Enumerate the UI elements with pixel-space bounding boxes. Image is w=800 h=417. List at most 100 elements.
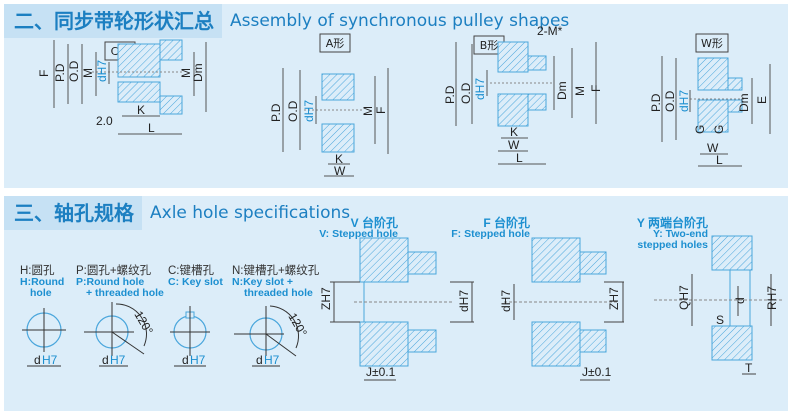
stepped-f-cn: F 台阶孔 bbox=[483, 216, 530, 230]
stepped-y-rh7: RH7 bbox=[765, 286, 779, 310]
hole-p-cn: P:圆孔+螺纹孔 bbox=[76, 265, 152, 277]
holes-panel: 三、轴孔规格 Axle hole specifications H:圆孔 H:R… bbox=[4, 196, 788, 411]
hole-c-d: d bbox=[182, 353, 189, 367]
stepped-f-caption: F 台阶孔 F: Stepped hole bbox=[450, 216, 530, 240]
stepped-f-j: J±0.1 bbox=[582, 365, 612, 379]
dim-dh7: dH7 bbox=[95, 60, 109, 82]
dim-m: M bbox=[573, 86, 587, 96]
dim-l: L bbox=[148, 121, 155, 135]
hole-h-d: d bbox=[34, 353, 41, 367]
dim-2m: 2-M* bbox=[537, 24, 563, 38]
stepped-y-zh7: ZH7 bbox=[607, 287, 621, 310]
hole-c-drawing: d H7 bbox=[170, 306, 210, 367]
shapes-title-en: Assembly of synchronous pulley shapes bbox=[230, 11, 570, 31]
stepped-f-dh7-a: dH7 bbox=[457, 290, 471, 312]
shape-a-tag-box bbox=[319, 33, 351, 53]
stepped-f-drawing: dH7 dH7 J±0.1 bbox=[450, 237, 619, 381]
hole-n-en2: threaded hole bbox=[244, 287, 313, 299]
shape-c: C形 F P.D O.D M dH7 M Dm K 2.0 L bbox=[37, 39, 207, 135]
hole-n-cn: N:键槽孔+螺纹孔 bbox=[232, 265, 320, 277]
dim-od: O.D bbox=[286, 100, 300, 122]
dim-dm: Dm bbox=[191, 63, 205, 82]
hole-p-tol: H7 bbox=[110, 353, 126, 367]
stepped-v-j: J±0.1 bbox=[366, 365, 396, 379]
holes-header: 三、轴孔规格 Axle hole specifications bbox=[4, 196, 350, 230]
hole-n-d: d bbox=[256, 353, 263, 367]
dim-g2: G bbox=[712, 125, 726, 134]
dim-dh7: dH7 bbox=[677, 90, 691, 112]
dim-dm: Dm bbox=[737, 93, 751, 112]
shapes-title-cn: 二、同步带轮形状汇总 bbox=[4, 4, 222, 38]
dim-pd: P.D bbox=[649, 93, 663, 112]
dim-k: K bbox=[137, 103, 145, 117]
stepped-f-dh7-b: dH7 bbox=[499, 290, 513, 312]
stepped-v-zh7: ZH7 bbox=[319, 287, 333, 310]
hole-p-d: d bbox=[102, 353, 109, 367]
hole-n-angle: 120° bbox=[285, 311, 310, 340]
stepped-v-en: V: Stepped hole bbox=[319, 228, 398, 240]
stepped-y-drawing: ZH7 QH7 d RH7 S T bbox=[604, 235, 784, 375]
dim-k: K bbox=[510, 125, 518, 139]
dim-g: G bbox=[693, 125, 707, 134]
dim-pd: P.D bbox=[53, 63, 67, 82]
shape-w: W形 P.D O.D dH7 Dm E G G W L bbox=[649, 33, 771, 167]
shape-b-tag: B形 bbox=[480, 39, 499, 52]
dim-2: 2.0 bbox=[96, 114, 113, 128]
dim-od: O.D bbox=[67, 60, 81, 82]
shape-w-tag-box bbox=[695, 33, 729, 53]
hole-c-tol: H7 bbox=[190, 353, 206, 367]
dim-k: K bbox=[335, 152, 343, 166]
dim-od: O.D bbox=[459, 82, 473, 104]
stepped-y-cn: Y 两端台阶孔 bbox=[636, 216, 708, 230]
dim-f: F bbox=[374, 107, 388, 114]
dim-l: L bbox=[516, 151, 523, 165]
hole-p-en2: + threaded hole bbox=[86, 287, 164, 299]
dim-pd: P.D bbox=[443, 85, 457, 104]
hole-c-cn: C:键槽孔 bbox=[168, 265, 214, 277]
holes-title-cn: 三、轴孔规格 bbox=[4, 196, 142, 230]
hole-h-drawing: d H7 bbox=[22, 308, 66, 367]
dim-w: W bbox=[508, 138, 520, 152]
stepped-y-caption: Y 两端台阶孔 Y: Two-end stepped holes bbox=[614, 216, 708, 251]
hole-type-n: N:键槽孔+螺纹孔 N:Key slot + threaded hole bbox=[232, 265, 320, 299]
hole-h-cn: H:圆孔 bbox=[20, 265, 55, 277]
hole-n-tol: H7 bbox=[264, 353, 280, 367]
dim-dh7: dH7 bbox=[302, 100, 316, 122]
stepped-y-s: S bbox=[716, 313, 724, 327]
stepped-y-d: d bbox=[733, 297, 747, 304]
shapes-header: 二、同步带轮形状汇总 Assembly of synchronous pulle… bbox=[4, 4, 569, 38]
dim-l: L bbox=[716, 153, 723, 167]
hole-type-p: P:圆孔+螺纹孔 P:Round hole + threaded hole bbox=[76, 265, 164, 299]
dim-w: W bbox=[334, 164, 346, 178]
dim-m2: M bbox=[179, 68, 193, 78]
stepped-y-en1: Y: Two-end bbox=[652, 228, 708, 240]
hole-c-en1: C: Key slot bbox=[168, 276, 223, 288]
stepped-y-en2: stepped holes bbox=[637, 239, 708, 251]
hole-type-c: C:键槽孔 C: Key slot bbox=[168, 265, 223, 288]
holes-diagram: d H7 120° d H7 d H7 bbox=[22, 235, 784, 381]
hole-h-en2: hole bbox=[30, 287, 52, 299]
dim-m: M bbox=[361, 106, 375, 116]
dim-pd: P.D bbox=[269, 103, 283, 122]
hole-h-en1: H:Round bbox=[20, 276, 65, 288]
dim-m: M bbox=[81, 68, 95, 78]
dim-f: F bbox=[37, 70, 51, 77]
hole-p-angle: 120° bbox=[131, 309, 156, 338]
hole-type-h: H:圆孔 H:Round hole bbox=[20, 265, 65, 299]
dim-f: F bbox=[589, 85, 603, 92]
shapes-diagram: C形 F P.D O.D M dH7 M Dm K 2.0 L bbox=[37, 24, 771, 178]
shape-a-tag: A形 bbox=[326, 37, 345, 50]
hole-p-en1: P:Round hole bbox=[76, 276, 145, 288]
dim-dh7: dH7 bbox=[473, 78, 487, 100]
stepped-y-qh7: QH7 bbox=[677, 285, 691, 310]
shape-a: A形 P.D O.D dH7 M F K W bbox=[269, 33, 389, 178]
holes-title-en: Axle hole specifications bbox=[150, 203, 351, 223]
shapes-panel: 二、同步带轮形状汇总 Assembly of synchronous pulle… bbox=[4, 4, 788, 188]
stepped-v-cn: V 台阶孔 bbox=[350, 216, 398, 230]
dim-od: O.D bbox=[663, 90, 677, 112]
hole-h-tol: H7 bbox=[42, 353, 58, 367]
hole-n-en1: N:Key slot + bbox=[232, 276, 293, 288]
stepped-y-t: T bbox=[745, 361, 753, 375]
shape-w-tag: W形 bbox=[701, 37, 723, 50]
stepped-f-en: F: Stepped hole bbox=[451, 228, 530, 240]
